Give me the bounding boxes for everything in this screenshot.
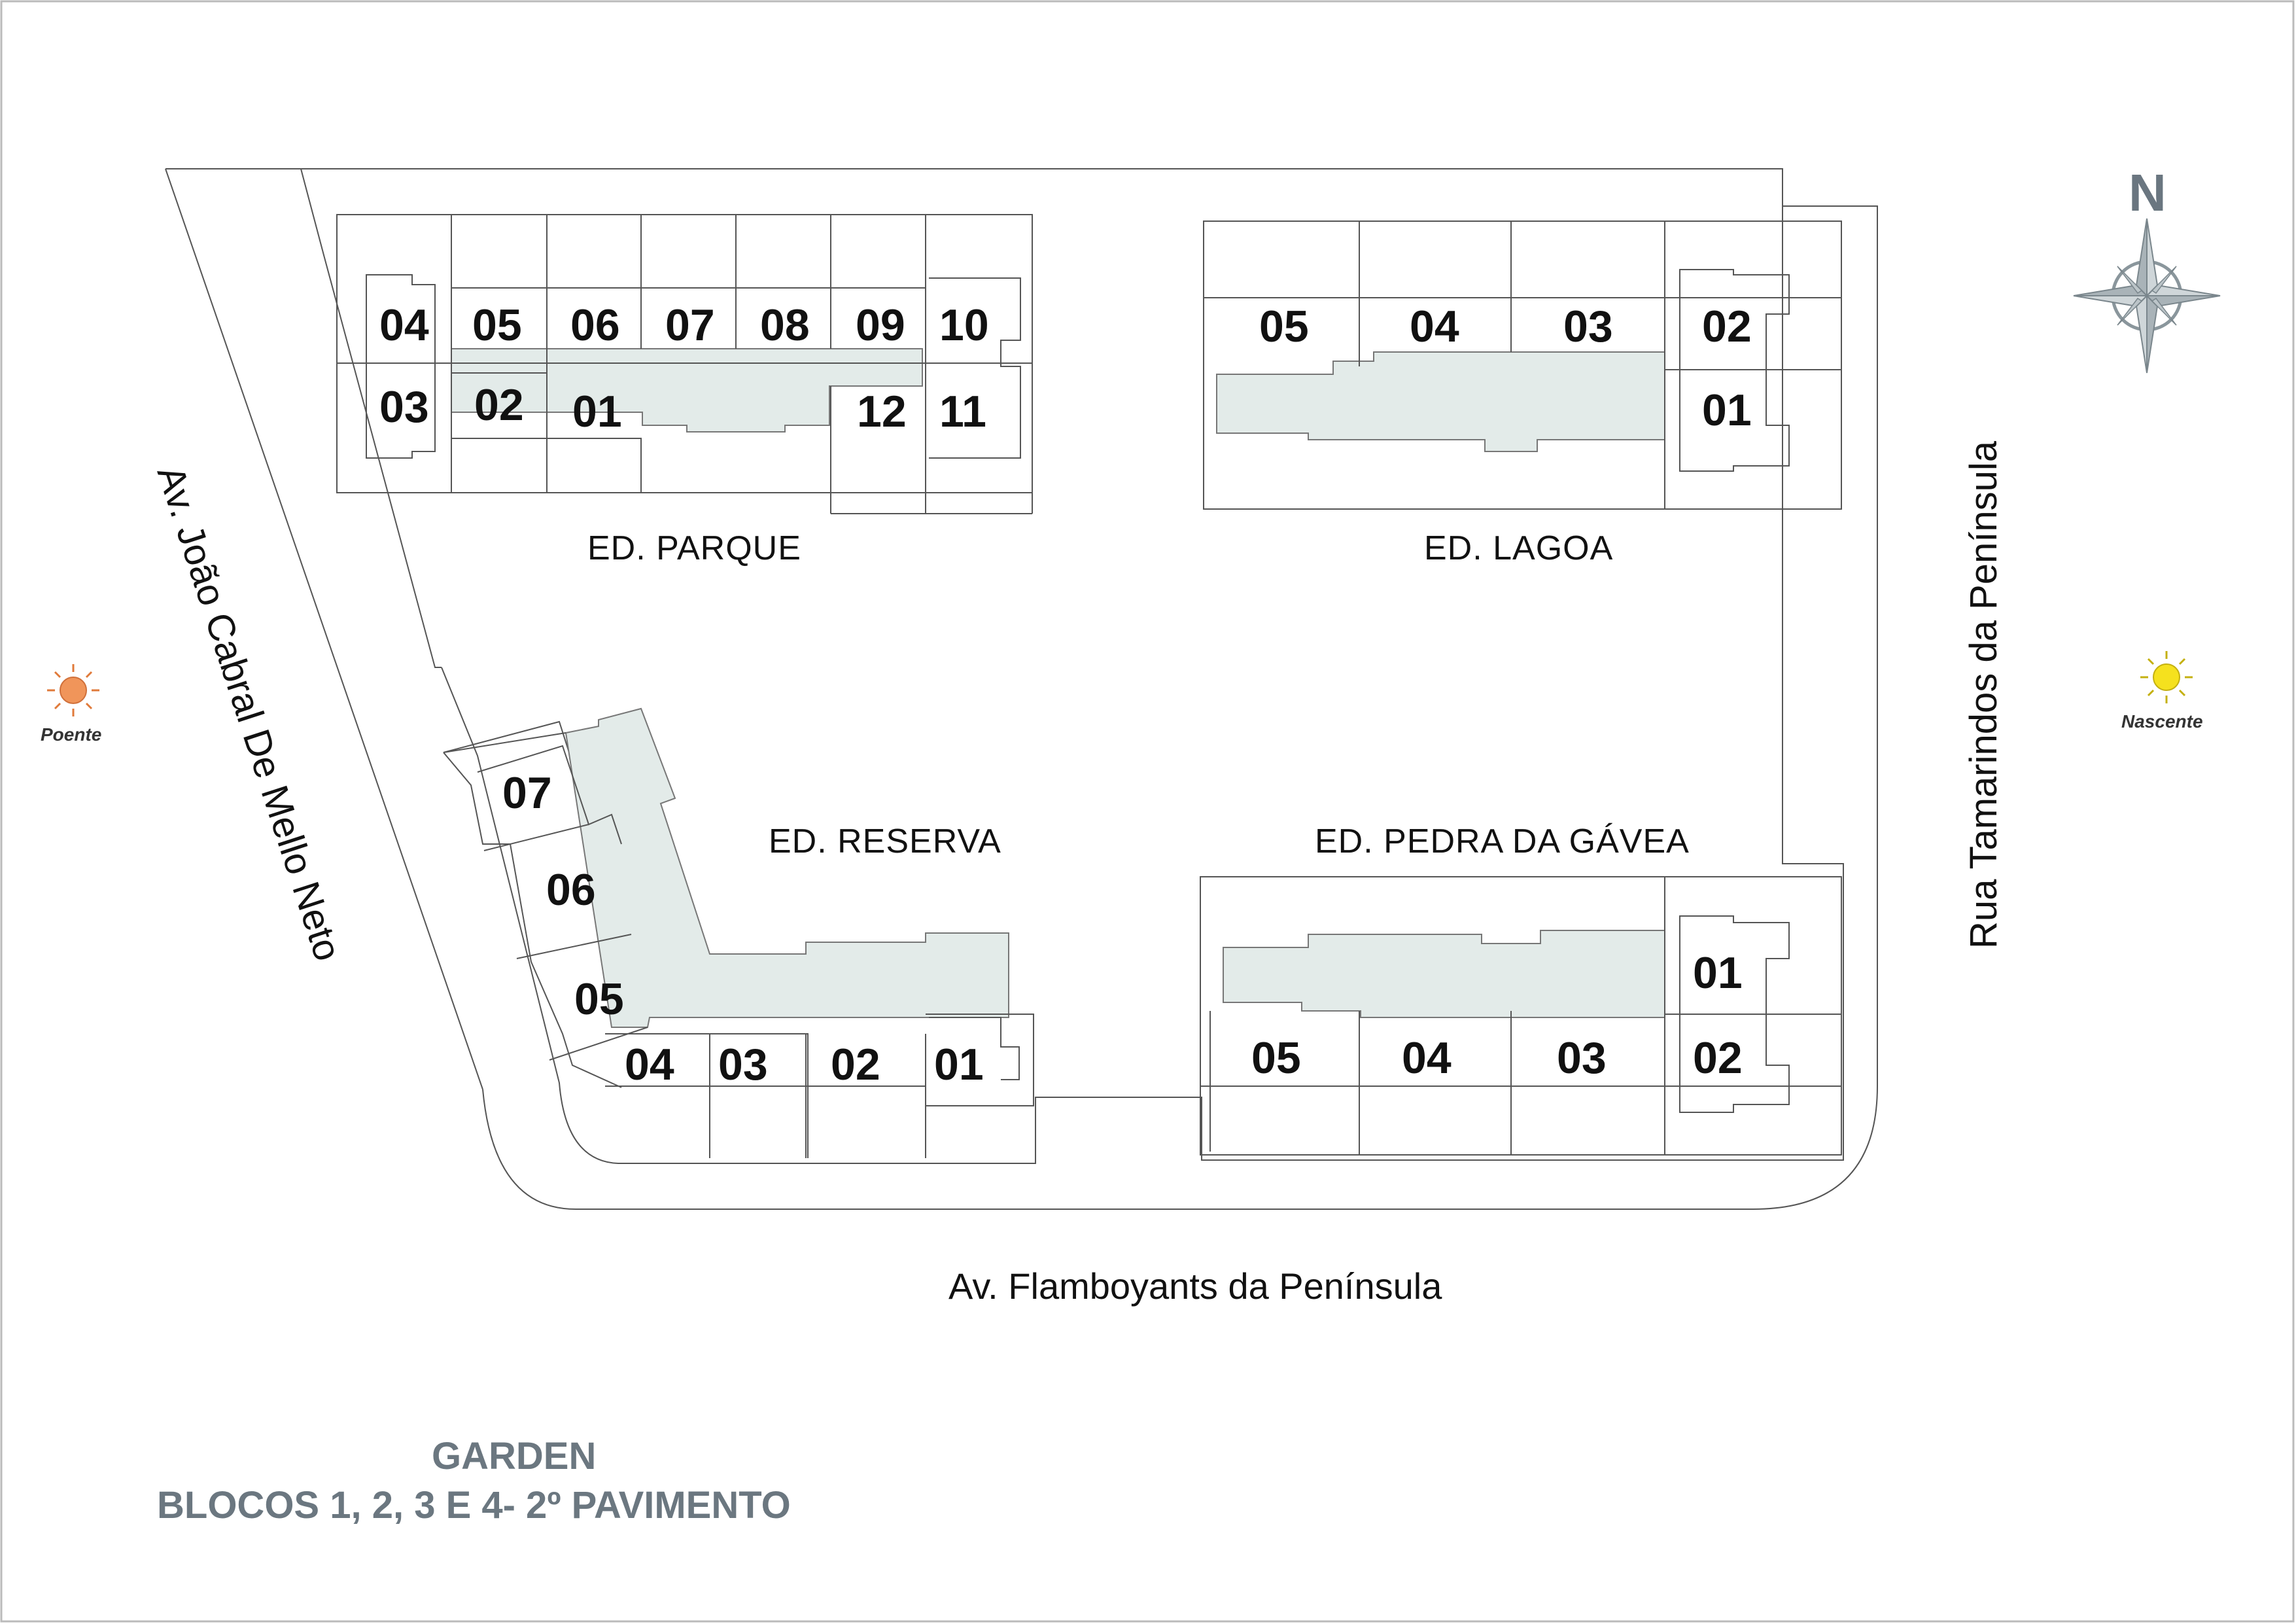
plan-subtitle: BLOCOS 1, 2, 3 E 4- 2º PAVIMENTO	[157, 1484, 791, 1527]
street-label-south: Av. Flamboyants da Península	[948, 1265, 1442, 1307]
building-name-reserva: ED. RESERVA	[769, 822, 1001, 860]
unit-label: 02	[831, 1040, 880, 1089]
unit-label: 05	[1259, 302, 1309, 351]
parque-units: 04 05 06 07 08 09 10 03 02 01 12 11	[379, 300, 989, 436]
unit-label: 05	[1251, 1033, 1301, 1083]
building-reserva	[443, 707, 1034, 1158]
building-parque	[336, 214, 1033, 514]
unit-label: 01	[1702, 385, 1752, 435]
unit-label: 01	[1693, 948, 1743, 998]
sun-label-east: Nascente	[2121, 711, 2203, 732]
building-name-lagoa: ED. LAGOA	[1424, 529, 1613, 567]
unit-label: 08	[760, 300, 810, 350]
street-label-east: Rua Tamarindos da Península	[1962, 440, 2005, 949]
unit-label: 03	[718, 1040, 768, 1089]
unit-label: 05	[472, 300, 522, 350]
unit-label: 04	[1410, 302, 1459, 351]
unit-label: 12	[857, 387, 907, 436]
building-name-pedra-da-gavea: ED. PEDRA DA GÁVEA	[1315, 822, 1690, 860]
unit-label: 11	[939, 387, 986, 436]
lot-outline	[165, 168, 1878, 1210]
building-lagoa	[1203, 221, 1842, 510]
lagoa-units: 05 04 03 02 01	[1259, 302, 1752, 435]
unit-label: 02	[1702, 302, 1752, 351]
unit-label: 03	[1563, 302, 1613, 351]
unit-label: 01	[934, 1040, 984, 1089]
unit-label: 09	[856, 300, 905, 350]
compass-rose-icon	[2073, 218, 2221, 374]
unit-label: 03	[379, 382, 429, 432]
north-label: N	[2129, 164, 2166, 222]
unit-label: 04	[1402, 1033, 1452, 1083]
unit-label: 10	[939, 300, 989, 350]
unit-label: 07	[665, 300, 715, 350]
unit-label: 06	[546, 865, 596, 915]
plan-title: GARDEN	[432, 1435, 596, 1477]
sun-west-icon	[47, 664, 99, 716]
unit-label: 04	[379, 300, 429, 350]
unit-label: 03	[1557, 1033, 1607, 1083]
unit-label: 04	[625, 1040, 674, 1089]
building-pedra-da-gavea	[1200, 876, 1842, 1156]
sun-label-west: Poente	[41, 724, 101, 745]
sun-east-icon	[2140, 651, 2193, 703]
unit-label: 02	[474, 380, 524, 430]
unit-label: 06	[570, 300, 620, 350]
reserva-units: 07 06 05 04 03 02 01	[502, 768, 984, 1089]
unit-label: 07	[502, 768, 552, 818]
pedra-units: 01 05 04 03 02	[1251, 948, 1743, 1083]
unit-label: 01	[572, 387, 622, 436]
unit-label: 02	[1693, 1033, 1743, 1083]
street-label-west: Av. João Cabral De Mello Neto	[149, 461, 349, 966]
building-name-parque: ED. PARQUE	[587, 529, 801, 567]
unit-label: 05	[574, 974, 624, 1024]
